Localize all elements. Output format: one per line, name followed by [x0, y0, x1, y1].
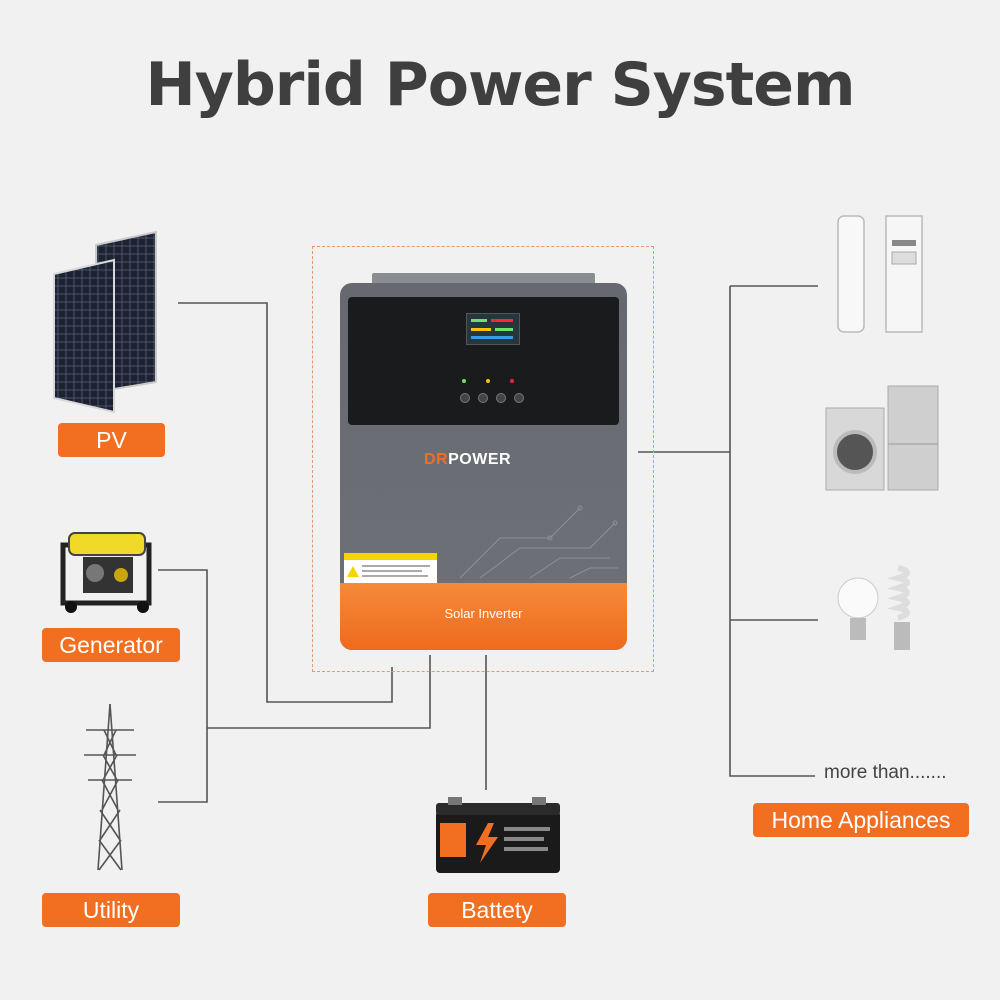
inverter-frame — [312, 246, 654, 672]
pv-wire — [178, 302, 393, 703]
utility-tower-icon — [84, 703, 136, 871]
mounting-bracket — [372, 273, 595, 285]
brand-logo: DRPOWER — [424, 451, 512, 468]
utility-wire — [207, 655, 431, 729]
up-button[interactable] — [478, 393, 488, 403]
utility-label: Utility — [42, 893, 180, 927]
washer-fridge-icon — [825, 385, 939, 491]
enter-button[interactable] — [514, 393, 524, 403]
inverter-base — [340, 583, 627, 650]
more-than-text: more than....... — [824, 762, 947, 783]
down-button[interactable] — [496, 393, 506, 403]
air-conditioner-icon — [837, 215, 923, 333]
solar-panels-icon — [53, 230, 157, 414]
solar-inverter: DRPOWER Solar Inverter — [340, 273, 627, 650]
lcd-display — [466, 313, 520, 345]
pv-label: PV — [58, 423, 165, 457]
page-title: Hybrid Power System — [145, 50, 856, 120]
home-appliances-label: Home Appliances — [753, 803, 969, 837]
generator-label: Generator — [42, 628, 180, 662]
chg-led — [486, 379, 490, 383]
generator-wire — [158, 569, 208, 803]
load-bus-wire — [729, 286, 815, 777]
inverter-model-label: Solar Inverter — [444, 606, 523, 621]
generator-icon — [60, 532, 152, 613]
ac-led — [462, 379, 466, 383]
circuit-pattern — [459, 505, 618, 579]
control-panel — [348, 297, 619, 425]
fault-led — [510, 379, 514, 383]
caution-sticker — [344, 553, 437, 585]
battery-icon — [436, 797, 560, 873]
esc-button[interactable] — [460, 393, 470, 403]
battery-label: Battety — [428, 893, 566, 927]
light-bulbs-icon — [837, 565, 910, 650]
